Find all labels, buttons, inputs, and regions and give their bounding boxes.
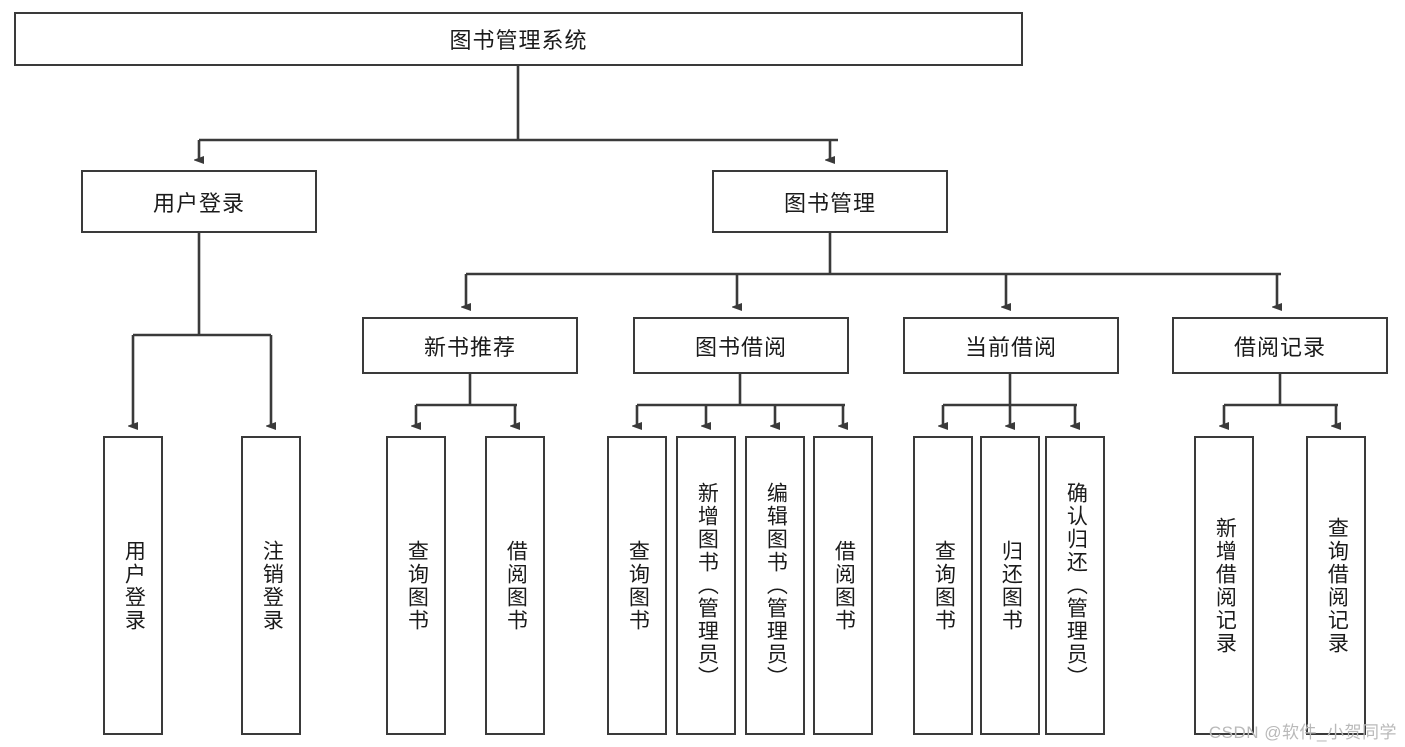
- leaf-book-borrow-edit-book[interactable]: 编辑图书（管理员）: [745, 436, 805, 735]
- node-label: 借阅图书: [504, 539, 528, 632]
- node-label: 新增图书（管理员）: [695, 482, 719, 689]
- node-borrow-record[interactable]: 借阅记录: [1172, 317, 1388, 374]
- node-label: 借阅图书: [832, 539, 856, 632]
- node-label: 用户登录: [152, 190, 245, 216]
- node-label: 确认归还（管理员）: [1064, 482, 1088, 689]
- leaf-book-borrow-borrow-book[interactable]: 借阅图书: [813, 436, 873, 735]
- leaf-book-borrow-add-book[interactable]: 新增图书（管理员）: [676, 436, 736, 735]
- node-label: 图书借阅: [694, 334, 787, 360]
- watermark-text: CSDN @软件_小贺同学: [1208, 723, 1397, 742]
- node-label: 查询借阅记录: [1325, 516, 1349, 655]
- node-label: 查询图书: [405, 539, 429, 632]
- node-label: 注销登录: [260, 539, 284, 632]
- node-label: 用户登录: [122, 539, 146, 632]
- node-label: 新增借阅记录: [1213, 516, 1237, 655]
- node-label: 图书管理: [783, 190, 876, 216]
- node-user-login[interactable]: 用户登录: [81, 170, 317, 233]
- node-book-management[interactable]: 图书管理: [712, 170, 948, 233]
- node-root-book-management-system[interactable]: 图书管理系统: [14, 12, 1023, 66]
- leaf-borrow-record-query-record[interactable]: 查询借阅记录: [1306, 436, 1366, 735]
- node-label: 借阅记录: [1233, 334, 1326, 360]
- node-label: 新书推荐: [423, 334, 516, 360]
- node-label: 当前借阅: [964, 334, 1057, 360]
- node-label: 归还图书: [999, 539, 1023, 632]
- node-book-borrow[interactable]: 图书借阅: [633, 317, 849, 374]
- node-new-book-recommend[interactable]: 新书推荐: [362, 317, 578, 374]
- leaf-new-book-query-book[interactable]: 查询图书: [386, 436, 446, 735]
- leaf-borrow-record-add-record[interactable]: 新增借阅记录: [1194, 436, 1254, 735]
- leaf-new-book-borrow-book[interactable]: 借阅图书: [485, 436, 545, 735]
- node-current-borrow[interactable]: 当前借阅: [903, 317, 1119, 374]
- leaf-book-borrow-query-book[interactable]: 查询图书: [607, 436, 667, 735]
- node-label: 查询图书: [932, 539, 956, 632]
- node-label: 查询图书: [626, 539, 650, 632]
- node-label: 编辑图书（管理员）: [764, 482, 788, 689]
- leaf-current-borrow-confirm-return[interactable]: 确认归还（管理员）: [1045, 436, 1105, 735]
- node-label: 图书管理系统: [449, 28, 588, 53]
- leaf-current-borrow-return-book[interactable]: 归还图书: [980, 436, 1040, 735]
- leaf-current-borrow-query-book[interactable]: 查询图书: [913, 436, 973, 735]
- leaf-user-login-logout[interactable]: 注销登录: [241, 436, 301, 735]
- leaf-user-login-login[interactable]: 用户登录: [103, 436, 163, 735]
